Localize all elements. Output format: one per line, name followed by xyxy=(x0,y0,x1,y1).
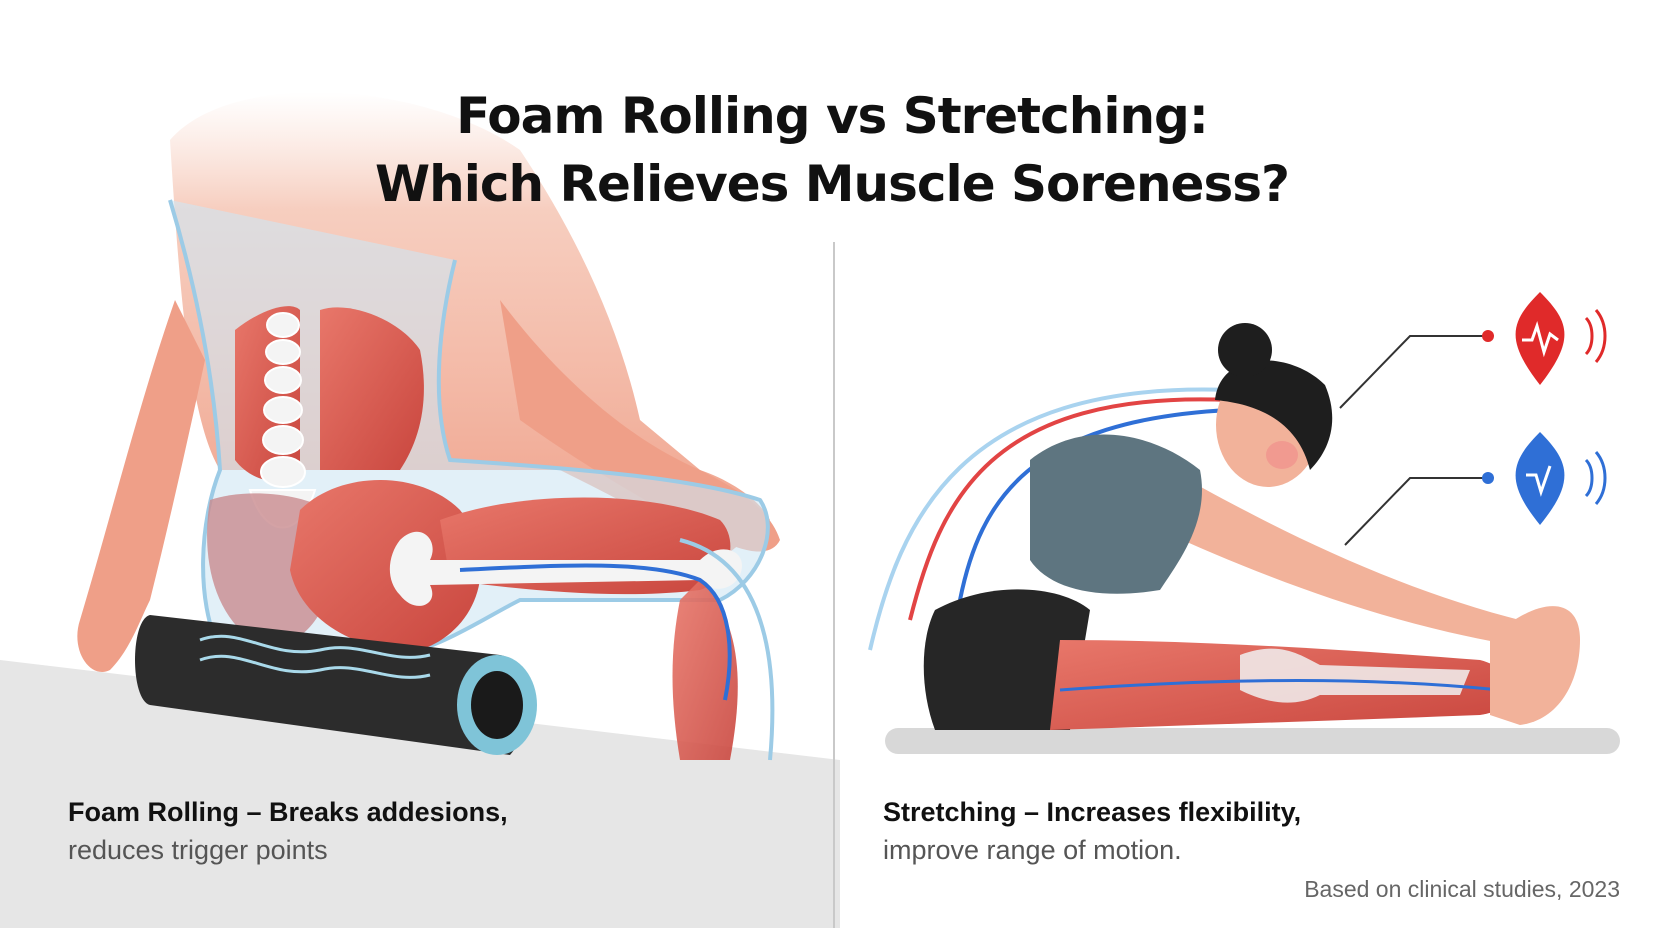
thigh-muscle xyxy=(290,480,481,651)
outstretched-arm xyxy=(1160,470,1545,650)
blue-relaxation-signal-icon xyxy=(1515,432,1607,525)
page-title: Foam Rolling vs Stretching: Which Reliev… xyxy=(0,82,1664,218)
stretching-figure xyxy=(868,323,1620,754)
stretching-caption: Stretching – Increases flexibility, impr… xyxy=(883,793,1301,869)
yoga-mat xyxy=(885,728,1620,754)
leg-nerve xyxy=(1059,679,1501,692)
stretching-caption-sub: improve range of motion. xyxy=(883,835,1182,865)
nerve-line xyxy=(459,563,732,701)
hair xyxy=(1215,360,1333,470)
foam-roller xyxy=(135,615,537,755)
shin-outline xyxy=(679,538,775,761)
title-line-1: Foam Rolling vs Stretching: xyxy=(456,86,1209,145)
foam-rolling-figure xyxy=(77,92,780,761)
left-floor-background xyxy=(0,660,840,928)
shin-muscle xyxy=(672,580,738,760)
femur-bone xyxy=(389,531,742,606)
foam-rolling-caption: Foam Rolling – Breaks addesions, reduces… xyxy=(68,793,508,869)
hair-bun xyxy=(1218,323,1272,377)
red-heartbeat-signal-icon xyxy=(1515,292,1607,385)
title-line-2: Which Relieves Muscle Soreness? xyxy=(375,154,1290,213)
left-arm xyxy=(77,300,205,672)
foot xyxy=(1490,606,1580,725)
source-note: Based on clinical studies, 2023 xyxy=(1304,876,1620,902)
foam-rolling-caption-sub: reduces trigger points xyxy=(68,835,328,865)
panel-divider xyxy=(833,242,835,928)
sports-top xyxy=(1030,434,1202,594)
foam-rolling-caption-head: Foam Rolling – Breaks addesions, xyxy=(68,797,508,827)
stretching-caption-head: Stretching – Increases flexibility, xyxy=(883,797,1302,827)
shorts xyxy=(923,589,1090,730)
